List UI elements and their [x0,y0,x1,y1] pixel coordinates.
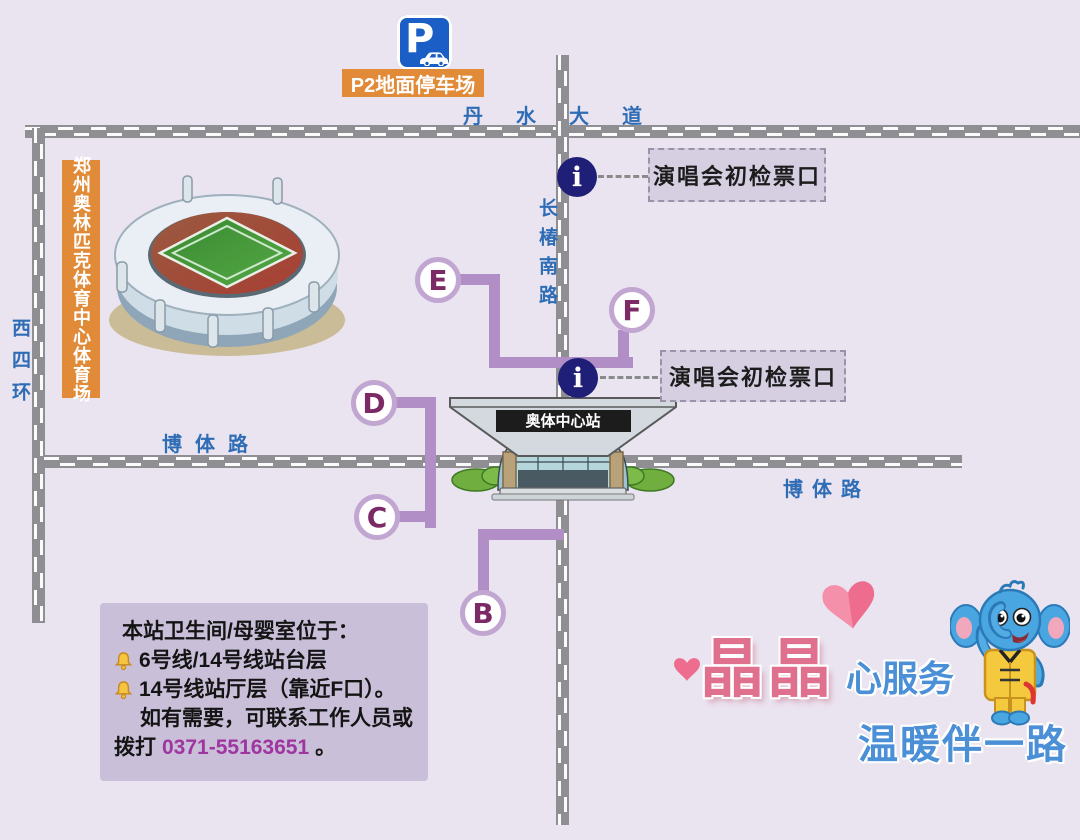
exit-f-line-v [618,330,629,368]
heart-icon [674,658,700,681]
info-icon: i [557,157,597,197]
exit-e-line-h [456,274,500,285]
parking-sign: P [397,15,452,70]
notice-item1: 6号线/14号线站台层 [139,649,327,672]
notice-line4-prefix: 拨打 [114,736,156,759]
exit-b[interactable]: B [460,590,506,636]
road-label-boti-right: 博体路 [783,479,870,501]
info-glyph: i [572,362,584,394]
exit-b-line-h [478,529,564,540]
exit-b-line-v [478,529,489,595]
checkpoint2-label: 演唱会初检票口 [668,365,837,390]
pillar-left [502,451,517,491]
station-name-text: 奥体中心站 [525,412,600,430]
road-label-danshui: 丹水大道 [463,106,675,128]
stadium-illustration [109,175,345,356]
brand-tagline-right: 心服务 [846,658,955,699]
exit-ef-line-h [489,357,633,368]
road-label-boti-left: 博体路 [162,434,261,456]
exit-e-line-v [489,274,500,368]
exit-e[interactable]: E [415,257,461,303]
notice-box: 本站卫生间/母婴室位于： 6号线/14号线站台层 14号线站厅层（靠近F口）。 … [100,603,428,781]
road-west-fourth-ring [32,128,45,623]
station-name-board [496,410,631,432]
brand-tagline-bottom: 温暖伴一路 [858,723,1068,767]
checkpoint2-box: 演唱会初检票口 [660,350,846,402]
road-label-xisihuan: 西四环 [9,318,30,414]
car-icon [420,52,448,66]
pillar-right [609,451,624,491]
checkpoint1-connector [598,175,648,178]
notice-title: 本站卫生间/母婴室位于： [122,620,359,643]
info-glyph: i [571,161,583,193]
road-label-changchun: 长椿南路 [536,198,557,314]
road-danshui-avenue [25,125,1080,138]
parking-lot-label: P2地面停车场 [342,69,484,97]
station-building: 奥体中心站 [449,397,677,501]
exit-f[interactable]: F [609,287,655,333]
info-icon: i [558,358,598,398]
exit-b-label: B [472,596,494,630]
exit-f-label: F [622,293,642,327]
notice-line3: 如有需要，可联系工作人员或 [140,707,413,730]
exit-dc-line-v [425,397,436,528]
exit-d-label: D [362,386,386,420]
brand-name: 晶晶 [700,633,834,705]
checkpoint1-box: 演唱会初检票口 [648,148,826,202]
stadium-banner: 郑州奥林匹克体育中心体育场 [62,156,100,403]
checkpoint1-label: 演唱会初检票口 [652,164,821,189]
heart-icon [822,581,875,629]
notice-phone: 0371-55163651 [162,736,310,759]
stadium-banner-text: 郑州奥林匹克体育中心体育场 [71,155,91,403]
exit-d[interactable]: D [351,380,397,426]
exit-d-line-h [394,397,436,408]
exit-c-label: C [366,500,388,534]
notice-item2: 14号线站厅层（靠近F口）。 [139,678,396,701]
bell-icon [114,680,133,699]
notice-line4-suffix: 。 [315,736,337,759]
exit-e-label: E [428,263,448,297]
mascot-elephant [950,580,1070,726]
exit-c[interactable]: C [354,494,400,540]
bell-icon [114,651,133,670]
checkpoint2-connector [600,376,658,379]
exit-c-line-h [397,511,436,522]
